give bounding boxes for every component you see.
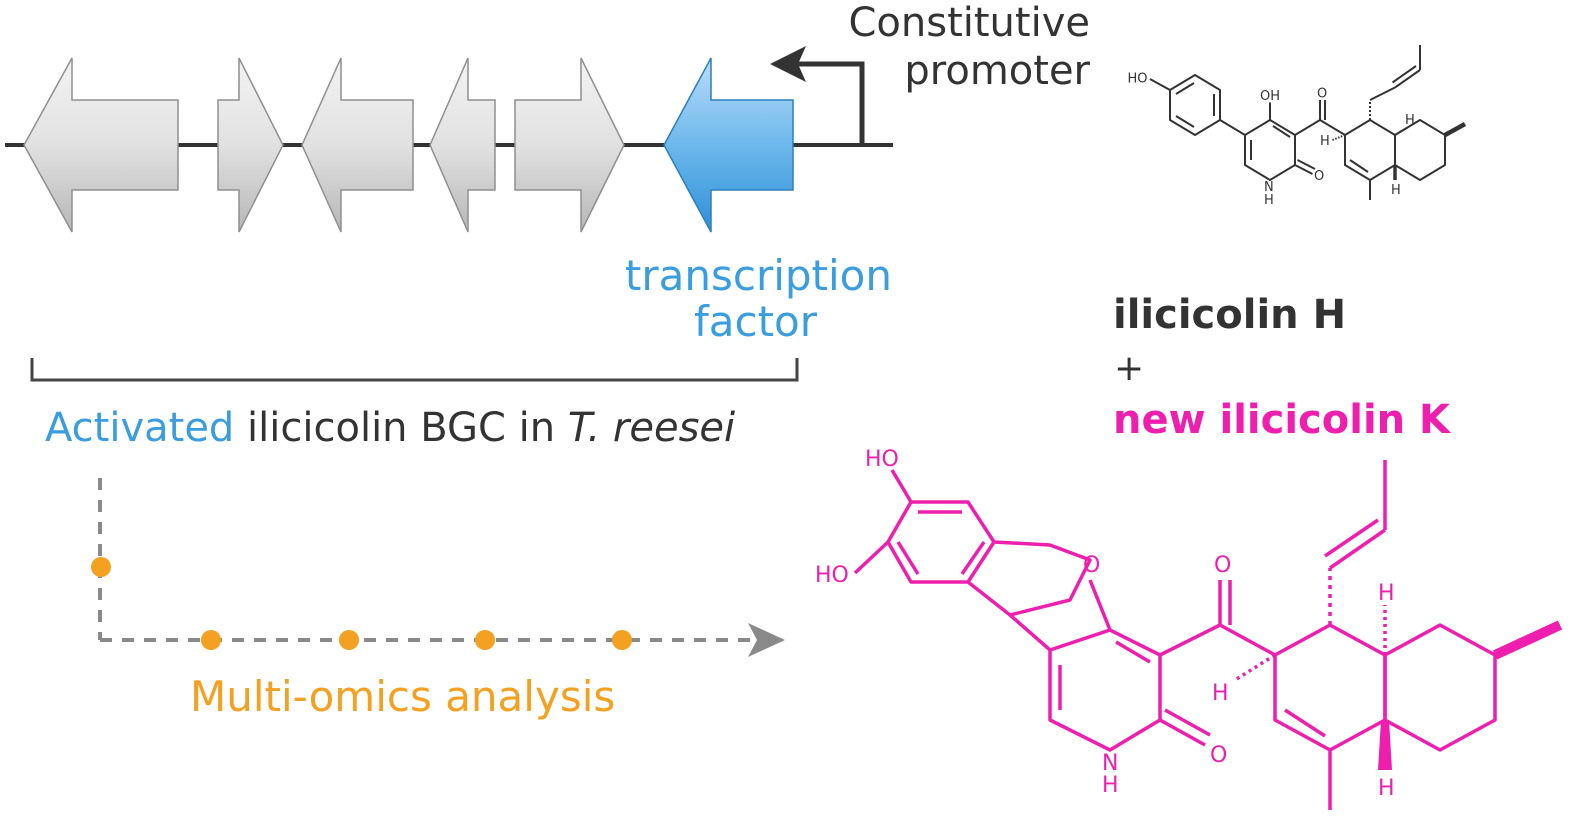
h-atom-n: N <box>1264 180 1274 195</box>
gene-arrow-3 <box>301 57 414 233</box>
h-atom-o-ketone: O <box>1317 87 1327 102</box>
k-atom-o-lactam: O <box>1210 743 1227 768</box>
tf-label-line1: transcription <box>625 251 892 300</box>
gene-arrow-4 <box>429 57 496 233</box>
h-atom-oh: OH <box>1260 89 1280 104</box>
ilicicolin-h-structure: HO OH O H H H N H O <box>1128 45 1467 208</box>
omics-dot <box>201 630 221 650</box>
compound-k-name: new ilicicolin K <box>1113 397 1452 443</box>
omics-dot <box>612 630 632 650</box>
h-atom-h2: H <box>1405 113 1415 128</box>
bgc-caption: Activated ilicicolin BGC in T. reesei <box>45 405 735 451</box>
k-atom-ho-2: HO <box>815 563 849 588</box>
gene-arrow-2 <box>217 57 284 233</box>
bgc-caption-species: T. reesei <box>568 405 735 451</box>
h-atom-h3: H <box>1391 183 1401 198</box>
h-atom-n-h: H <box>1264 193 1274 208</box>
bgc-caption-rest: ilicicolin BGC in <box>234 405 567 451</box>
k-atom-o-ketone: O <box>1214 553 1231 578</box>
omics-dot <box>91 557 111 577</box>
gene-arrow-1 <box>23 57 179 233</box>
h-atom-h1: H <box>1320 134 1330 149</box>
promoter-arrowhead-icon <box>770 46 806 82</box>
k-atom-ho-1: HO <box>865 447 899 472</box>
k-atom-h3: H <box>1378 776 1395 801</box>
k-atom-n-h: H <box>1102 773 1119 798</box>
k-atom-h1: H <box>1212 681 1229 706</box>
promoter-label-line2: promoter <box>904 48 1090 94</box>
omics-dot <box>475 630 495 650</box>
cluster-bracket <box>30 358 799 382</box>
h-atom-ho: HO <box>1128 72 1148 87</box>
bgc-caption-highlight: Activated <box>45 405 234 451</box>
k-atom-h2: H <box>1378 581 1395 606</box>
omics-dot <box>339 630 359 650</box>
promoter-arrow <box>770 46 865 145</box>
omics-label: Multi-omics analysis <box>190 672 615 721</box>
h-atom-o-lactam: O <box>1314 169 1324 184</box>
omics-arrowhead-icon <box>748 623 785 657</box>
compound-plus: + <box>1114 348 1144 389</box>
k-atom-o-furan: O <box>1083 553 1100 578</box>
tf-label-line2: factor <box>694 297 818 346</box>
compound-h-name: ilicicolin H <box>1113 292 1346 338</box>
k-atom-n: N <box>1102 751 1118 776</box>
gene-arrow-tf <box>663 57 794 233</box>
omics-path <box>91 478 785 657</box>
gene-cluster <box>5 57 893 233</box>
ilicicolin-k-structure: HO HO O O H H H N H O <box>815 447 1563 810</box>
gene-arrow-5 <box>514 57 625 233</box>
promoter-label-line1: Constitutive <box>848 0 1090 46</box>
